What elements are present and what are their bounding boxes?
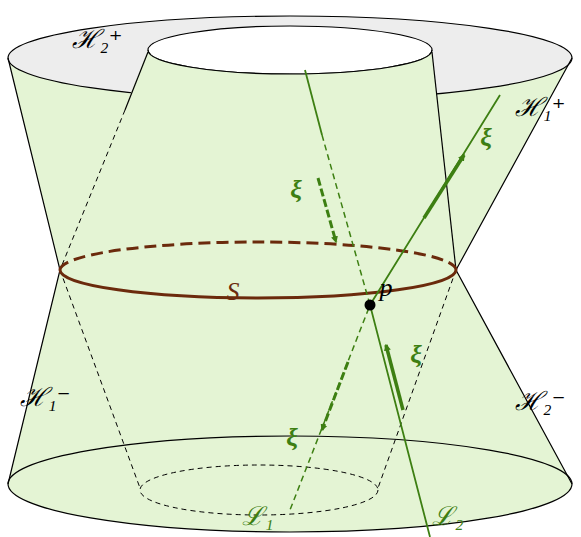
bifurcation-front (60, 270, 456, 298)
generator-label: ℒ₂ (432, 504, 463, 530)
point-p (365, 300, 376, 311)
inner-left-hidden (60, 110, 125, 270)
point-label: p (380, 275, 393, 301)
killing-vector (318, 178, 336, 242)
inner-top-rim (148, 26, 432, 74)
generator-label: ℒ₁ (242, 504, 273, 530)
horizon-surface (8, 16, 572, 532)
vector-label: ξ (410, 342, 422, 368)
vector-label: ξ (480, 125, 492, 151)
lower-left-hidden (60, 270, 140, 488)
inner-right-line (432, 52, 456, 270)
horizon-label: ℋ₁⁺ (515, 95, 566, 121)
killing-vector (386, 345, 403, 410)
inner-left-line (125, 52, 148, 110)
generator-l1-hidden (290, 135, 370, 510)
generator-l1 (305, 70, 322, 135)
horizon-label: ℋ₁⁻ (20, 385, 71, 411)
killing-vector (424, 155, 464, 218)
surface-label: S (227, 279, 240, 305)
horizon-label: ℋ₂⁺ (72, 27, 123, 53)
generator-l2 (370, 95, 500, 537)
outer-left-side (8, 58, 60, 484)
vector-label: ξ (290, 177, 302, 203)
outer-right-side (456, 58, 572, 484)
horizon-label: ℋ₂⁻ (515, 389, 566, 415)
inner-top-front (148, 50, 432, 74)
bifurcation-back (60, 242, 456, 270)
killing-vector (322, 362, 348, 430)
vector-label: ξ (286, 425, 298, 451)
